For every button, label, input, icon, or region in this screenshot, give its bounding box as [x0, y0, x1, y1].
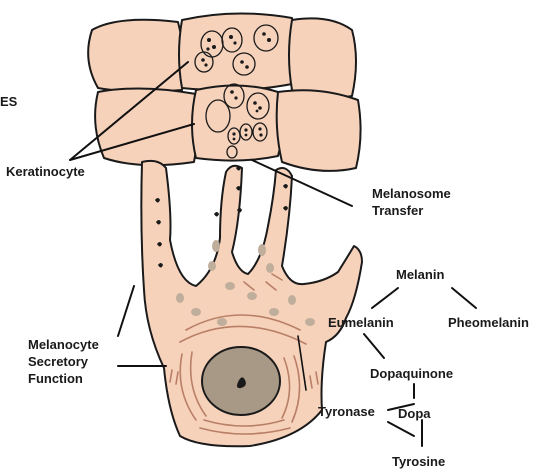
- melanocyte-label-line1: Melanocyte: [28, 337, 99, 352]
- melanosome-transfer-label-line2: Transfer: [372, 203, 423, 218]
- pathway-eumelanin: Eumelanin: [328, 315, 394, 330]
- pathway-tyrosine: Tyrosine: [392, 454, 445, 469]
- melanocyte-label-line3: Function: [28, 371, 83, 386]
- melanosome-transfer-label-line1: Melanosome: [372, 186, 451, 201]
- melanocyte-label-line2: Secretory: [28, 354, 89, 369]
- pathway-dopa: Dopa: [398, 406, 431, 421]
- partial-heading: ES: [0, 94, 18, 109]
- pathway-melanin: Melanin: [396, 267, 444, 282]
- pathway-pheomelanin: Pheomelanin: [448, 315, 529, 330]
- keratinocyte-label: Keratinocyte: [6, 164, 85, 179]
- pathway-dopaquinone: Dopaquinone: [370, 366, 453, 381]
- pathway-tyronase: Tyronase: [318, 404, 375, 419]
